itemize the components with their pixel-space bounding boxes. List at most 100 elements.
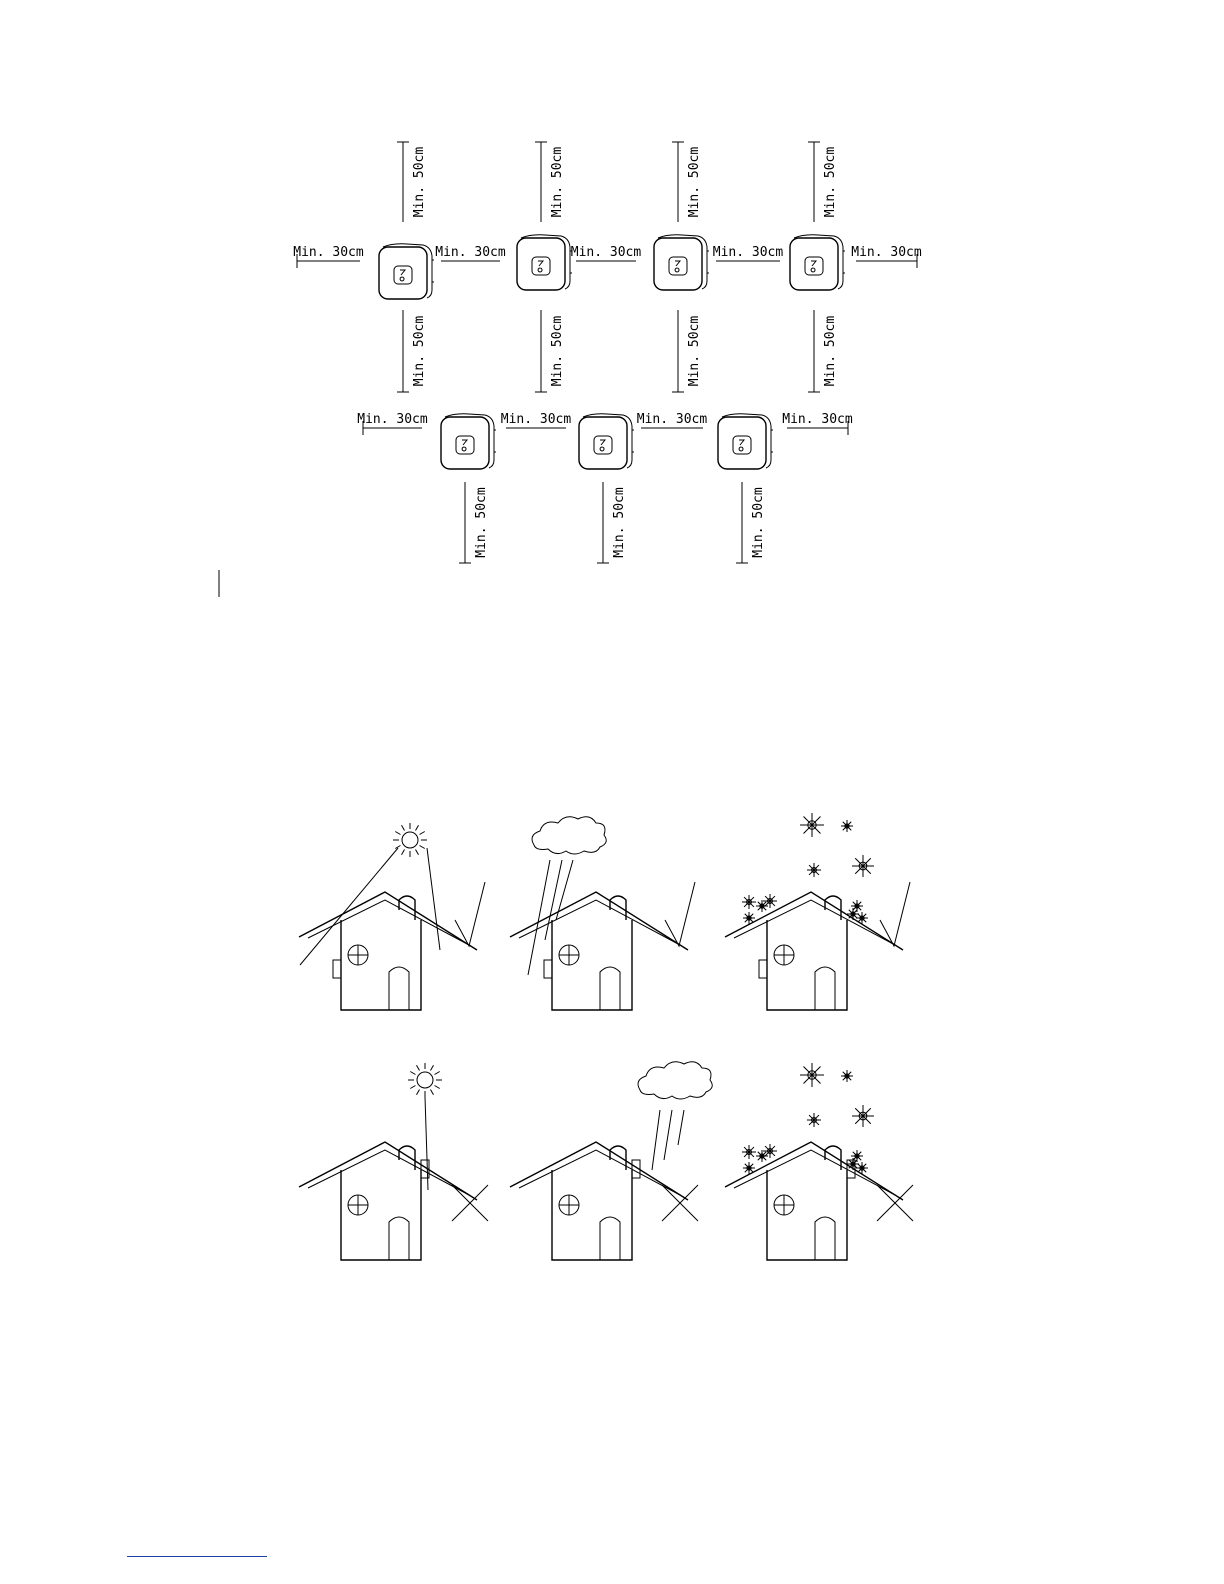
unit-back: [445, 414, 494, 468]
house-chimney: [610, 1146, 626, 1170]
horizontal-clearance: Min. 30cm: [851, 245, 922, 268]
sun-ray: [416, 825, 419, 830]
installation-location-diagram: [0, 790, 1224, 1310]
sun-ray: [431, 1065, 434, 1070]
house-roof-inner: [308, 1150, 469, 1195]
sun-ray-line: [300, 848, 398, 965]
sun-ray: [410, 1086, 415, 1089]
inverter-unit: [379, 244, 434, 299]
vertical-clearance: Min. 50cm: [535, 310, 565, 392]
vertical-clearance: Min. 50cm: [672, 310, 702, 392]
unit-logo: [400, 270, 405, 281]
clearance-label-30cm: Min. 30cm: [571, 245, 642, 260]
sun-ray: [402, 825, 405, 830]
snowflake-icon: [742, 895, 756, 909]
inverter-unit: [718, 414, 773, 469]
house: [510, 1142, 688, 1260]
sun-icon: [393, 823, 427, 857]
cloud-shape: [638, 1062, 712, 1099]
house: [299, 1142, 477, 1260]
house-door: [600, 967, 620, 1010]
clearance-label-50cm: Min. 50cm: [612, 487, 627, 558]
house-door: [815, 967, 835, 1010]
house: [725, 892, 903, 1010]
wall-inverter: [759, 960, 767, 978]
clearance-label-50cm: Min. 50cm: [474, 487, 489, 558]
inverter-unit: [579, 414, 634, 469]
cross-mark-icon: [662, 1185, 698, 1221]
sun-ray: [395, 832, 400, 835]
sun-ray-line: [427, 848, 440, 950]
clearance-label-50cm: Min. 50cm: [687, 316, 702, 387]
rain-streak: [556, 860, 573, 920]
sun-ray: [410, 1072, 415, 1075]
house-chimney: [825, 896, 841, 920]
check-mark-icon: [665, 882, 695, 946]
sun-core: [402, 832, 418, 848]
rain-streak: [678, 1110, 684, 1145]
house-chimney: [825, 1146, 841, 1170]
unit-back: [383, 244, 432, 298]
cross-mark-icon: [452, 1185, 488, 1221]
house-door: [600, 1217, 620, 1260]
snowflake-icon: [743, 1162, 755, 1174]
house-door: [389, 1217, 409, 1260]
sun-ray-line: [425, 1097, 428, 1190]
inverter-unit: [517, 235, 572, 290]
vertical-clearance: Min. 50cm: [397, 310, 427, 392]
snowflake-icon: [756, 1150, 768, 1162]
unit-logo: [739, 440, 744, 451]
house: [299, 892, 477, 1010]
horizontal-clearance: Min. 30cm: [435, 245, 506, 261]
clearance-label-30cm: Min. 30cm: [637, 412, 708, 427]
clearance-label-30cm: Min. 30cm: [713, 245, 784, 260]
house-chimney: [610, 896, 626, 920]
sun-ray: [416, 850, 419, 855]
vertical-clearance: Min. 50cm: [808, 142, 838, 222]
snowflake-icon: [743, 912, 755, 924]
vertical-clearance: Min. 50cm: [535, 142, 565, 222]
horizontal-clearance: Min. 30cm: [637, 412, 708, 428]
correct-placement-row: [299, 813, 910, 1010]
sun-core: [417, 1072, 433, 1088]
sun-ray: [417, 1090, 420, 1095]
rain-streak: [652, 1110, 660, 1170]
snowflake-icon: [807, 1113, 821, 1127]
house-chimney: [399, 1146, 415, 1170]
unit-logo: [675, 261, 680, 272]
check-mark-icon: [880, 882, 910, 946]
house-roof-inner: [519, 1150, 680, 1195]
house-roof-inner: [734, 1150, 895, 1195]
horizontal-clearance: Min. 30cm: [293, 245, 364, 268]
unit-back: [583, 414, 632, 468]
unit-back: [794, 235, 843, 289]
house-roof-inner: [519, 900, 680, 945]
sun-ray: [431, 1090, 434, 1095]
sun-ray: [402, 850, 405, 855]
clearance-label-50cm: Min. 50cm: [823, 147, 838, 218]
unit-logo: [538, 261, 543, 272]
horizontal-clearance: Min. 30cm: [713, 245, 784, 261]
snowflake-icon: [742, 1145, 756, 1159]
snowflake-icon: [841, 1070, 853, 1082]
sun-ray: [435, 1086, 440, 1089]
snowflake-icon: [763, 894, 777, 908]
clearance-label-30cm: Min. 30cm: [293, 245, 364, 260]
vertical-clearance: Min. 50cm: [672, 142, 702, 222]
house: [725, 1142, 903, 1260]
vertical-clearance: Min. 50cm: [459, 482, 489, 563]
sun-ray: [417, 1065, 420, 1070]
horizontal-clearance: Min. 30cm: [501, 412, 572, 428]
unit-logo: [462, 440, 467, 451]
horizontal-clearance: Min. 30cm: [357, 412, 428, 435]
cloud-shape: [532, 817, 606, 854]
house-door: [389, 967, 409, 1010]
clearance-label-50cm: Min. 50cm: [412, 147, 427, 218]
house-roof: [299, 1142, 477, 1200]
clearance-label-50cm: Min. 50cm: [550, 147, 565, 218]
footer-rule: [127, 1556, 267, 1557]
snowflake-icon: [800, 1063, 824, 1087]
clearance-label-50cm: Min. 50cm: [550, 316, 565, 387]
